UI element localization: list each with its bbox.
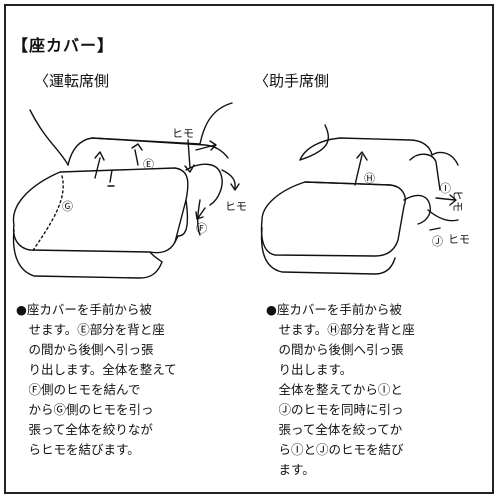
label-h: Ⓗ bbox=[364, 172, 375, 185]
driver-side-heading: 〈運転席側 bbox=[34, 72, 110, 90]
page-title: 【座カバー】 bbox=[12, 36, 115, 55]
label-himo-side: ヒモ bbox=[225, 200, 247, 213]
driver-seat-drawing bbox=[12, 102, 240, 279]
label-g: Ⓖ bbox=[62, 200, 73, 213]
label-f: Ⓕ bbox=[196, 222, 207, 235]
label-e: Ⓔ bbox=[143, 158, 154, 171]
passenger-instructions: ●座カバーを手前から被 せます。Ⓗ部分を背と座 の間から後側へ引っ張 り出します… bbox=[266, 302, 415, 477]
page-frame bbox=[4, 4, 494, 494]
passenger-side-heading: 〈助手席側 bbox=[254, 72, 330, 90]
label-himo-j: ヒモ bbox=[448, 233, 470, 246]
driver-instructions: ●座カバーを手前から被 せます。Ⓔ部分を背と座 の間から後側へ引っ張 り出します… bbox=[16, 302, 177, 457]
passenger-seat-drawing bbox=[260, 124, 459, 275]
label-himo-i: ヒモ bbox=[451, 190, 464, 212]
label-i: Ⓘ bbox=[440, 182, 451, 195]
label-himo-top: ヒモ bbox=[172, 127, 194, 140]
label-j: Ⓙ bbox=[432, 235, 443, 248]
